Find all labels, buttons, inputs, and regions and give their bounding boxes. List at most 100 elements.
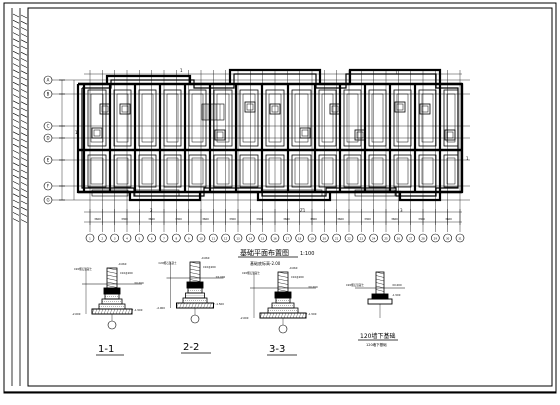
title-strip-tick — [20, 33, 28, 37]
row-axis-bubble — [43, 133, 53, 143]
col-axis-bubble — [159, 233, 169, 243]
room-footing-inner — [90, 93, 104, 143]
col-axis-bubble — [246, 233, 255, 243]
section-label: -0.060 — [289, 266, 298, 270]
row-axis-label: D — [46, 135, 49, 140]
room-footing-outline — [138, 154, 157, 188]
column-pad-inner — [246, 103, 254, 111]
col-axis-label: 10 — [199, 237, 203, 241]
col-axis-bubble — [135, 233, 144, 243]
room-footing-inner — [371, 93, 384, 143]
room-footing-inner — [268, 157, 282, 185]
col-axis-bubble — [258, 233, 267, 243]
base-hatch — [100, 308, 104, 315]
column-pad-inner — [331, 105, 339, 113]
room-footing-outline — [113, 154, 132, 188]
room-footing-outline — [343, 89, 362, 147]
base-hatch — [268, 312, 272, 319]
title-strip-tick — [12, 187, 20, 191]
dim-value: 3300 — [175, 217, 182, 221]
title-strip-tick — [20, 20, 28, 25]
room-footing-outline — [291, 89, 312, 147]
row-axis-label: A — [47, 77, 50, 82]
section-label: -1.500 — [392, 293, 401, 297]
column-pad-inner — [446, 131, 454, 139]
title-strip-tick — [20, 219, 28, 223]
title-strip-tick — [20, 194, 28, 199]
col-axis-label: 28 — [421, 237, 425, 241]
wall-hatch — [189, 261, 201, 265]
room-footing-outline — [368, 89, 387, 147]
title-strip-tick — [20, 76, 28, 81]
title-strip-tick — [12, 44, 20, 49]
dim-value: 3600 — [445, 217, 452, 221]
base-hatch — [265, 312, 269, 319]
col-axis-bubble — [344, 233, 354, 243]
row-axis-bubble — [43, 155, 53, 165]
title-strip-tick — [12, 75, 20, 80]
section-120-wall: C20细石混凝土-1.500±0.000 — [346, 271, 405, 318]
room-footing-outline — [443, 154, 459, 188]
room-footing-inner — [421, 157, 434, 185]
title-strip-tick — [12, 150, 20, 154]
section-label: -1.500 — [134, 308, 143, 312]
title-strip-tick — [20, 138, 28, 143]
room-footing-outline — [188, 154, 207, 188]
title-strip-tick — [20, 182, 28, 186]
row-axis-bubble — [43, 195, 53, 205]
col-axis-label: 19 — [310, 237, 314, 241]
col-axis-bubble — [270, 233, 280, 243]
col-axis-label: 2 — [102, 237, 104, 241]
room-footing-outline — [163, 89, 182, 147]
title-strip-tick — [12, 112, 20, 117]
col-axis-bubble — [431, 233, 440, 243]
col-axis-label: 6 — [151, 237, 153, 241]
section-label: -0.060 — [201, 256, 210, 260]
column-pad — [99, 103, 111, 115]
section-title-3-3: 3-3 — [269, 344, 285, 355]
title-strip-tick — [12, 94, 20, 98]
section-wall — [277, 271, 289, 293]
col-axis-bubble — [147, 233, 156, 243]
title-strip-tick — [20, 169, 28, 174]
room-footing-outline — [239, 89, 259, 147]
base-hatch — [176, 302, 179, 309]
room-footing-inner — [268, 93, 282, 143]
section-ring-beam — [103, 287, 121, 295]
row-axis-label: C — [47, 123, 50, 128]
col-axis-label: 21 — [335, 237, 339, 241]
title-strip-tick — [20, 126, 28, 130]
column-pad-inner — [356, 131, 364, 139]
base-hatch — [209, 302, 212, 309]
base-hatch — [121, 308, 125, 315]
base-hatch — [197, 302, 200, 309]
column-pad — [214, 129, 226, 141]
column-pad — [394, 101, 406, 113]
dim-value: 3300 — [229, 217, 236, 221]
base-hatch — [130, 308, 134, 315]
title-strip-tick — [12, 168, 20, 173]
room-footing-outline — [343, 154, 362, 188]
building-outline-inner — [81, 73, 459, 197]
dim-value: 3600 — [94, 217, 101, 221]
title-strip-tick — [20, 200, 28, 205]
room-footing-outline — [368, 154, 387, 188]
wall-hatch — [277, 278, 289, 282]
title-strip-tick — [12, 131, 20, 136]
col-axis-bubble — [320, 233, 329, 243]
col-axis-bubble — [307, 233, 317, 243]
base-hatch — [109, 308, 113, 315]
wall-hatch — [106, 278, 118, 281]
plan-title: 基础平面布置图 — [240, 248, 289, 257]
title-strip-tick — [12, 156, 20, 160]
section-marker: 1 — [395, 70, 398, 75]
room-footing-inner — [321, 157, 334, 185]
column-pad-inner — [93, 129, 101, 137]
title-strip-tick — [20, 51, 28, 56]
title-strip-tick — [12, 32, 20, 36]
col-axis-bubble — [85, 233, 95, 243]
row-axis-bubble — [43, 89, 53, 99]
title-strip-tick — [12, 38, 20, 43]
title-strip-tick — [20, 213, 28, 217]
section-label: C10@200 — [120, 271, 133, 275]
